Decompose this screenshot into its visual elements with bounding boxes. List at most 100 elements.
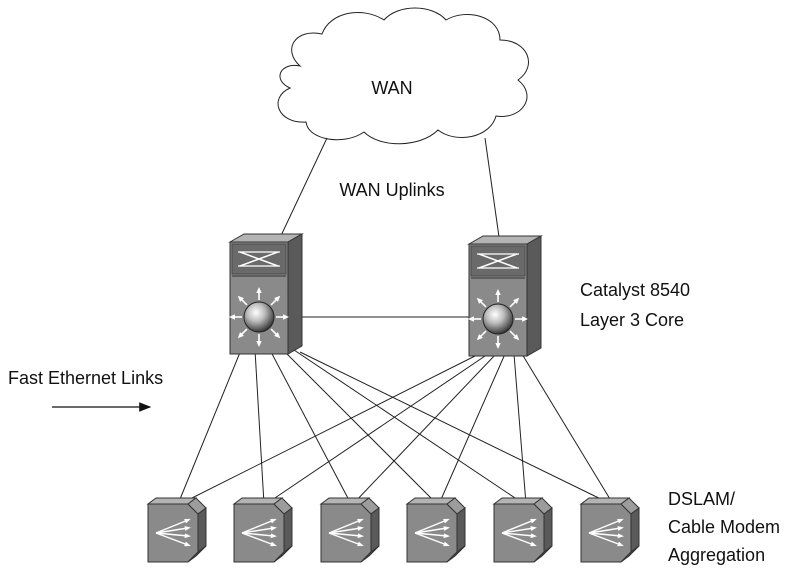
agg-ray-2 (328, 527, 362, 534)
sphere-ray-head-8 (513, 297, 520, 304)
sphere-ray-head-5 (468, 316, 474, 322)
sphere-ray-head-3 (495, 343, 501, 349)
agg-ray-3 (501, 532, 535, 537)
agg-ray-head-1 (443, 518, 450, 524)
fe-link-right-5 (513, 353, 527, 505)
fast-ethernet-links (177, 349, 614, 505)
fe-link-left-6 (299, 351, 612, 505)
wan-uplink-right (484, 137, 501, 245)
aggregation-device-6 (579, 497, 640, 563)
agg-ray-4 (328, 532, 362, 546)
router-sphere (482, 303, 514, 335)
wan-cloud (277, 7, 529, 145)
aggregation-device-2 (232, 497, 293, 563)
agg-ray-2 (414, 527, 448, 534)
agg-label-line1: DSLAM/ (668, 489, 735, 509)
agg-front-face (320, 503, 372, 563)
sphere-ray-head-1 (283, 314, 289, 320)
sphere-ray-head-3 (256, 341, 262, 347)
core-switch-right (467, 235, 543, 357)
agg-bottom-bevel (360, 545, 380, 563)
agg-ray-1 (155, 519, 189, 534)
agg-side-face (543, 507, 553, 553)
fe-link-right-2 (265, 353, 489, 505)
agg-side-face (456, 507, 466, 553)
agg-ray-4 (155, 532, 189, 546)
agg-ray-head-4 (530, 541, 537, 547)
sphere-ray-head-4 (476, 334, 483, 341)
agg-ray-head-3 (443, 533, 450, 539)
agg-ray-head-1 (530, 518, 537, 524)
agg-bottom-bevel (446, 545, 466, 563)
agg-side-face (630, 507, 640, 553)
agg-front-face (493, 503, 545, 563)
agg-ray-head-3 (530, 533, 537, 539)
fe-link-right-4 (438, 353, 506, 505)
sphere-ray-head-4 (237, 332, 244, 339)
agg-ray-head-4 (357, 541, 364, 547)
agg-ray-3 (328, 532, 362, 537)
aggregation-devices (146, 497, 640, 563)
sphere-ray-head-2 (274, 332, 281, 339)
core-switches (228, 233, 543, 357)
agg-ray-head-2 (530, 526, 537, 531)
fast-ethernet-label: Fast Ethernet Links (8, 368, 163, 388)
agg-side-face (283, 507, 293, 553)
agg-side-face (370, 507, 380, 553)
wan-uplink-left (277, 137, 328, 243)
aggregation-device-5 (492, 497, 553, 563)
agg-ray-head-4 (270, 541, 277, 547)
sphere-ray-head-5 (229, 314, 235, 320)
agg-ray-head-1 (270, 518, 277, 524)
core-switch-left (228, 233, 304, 355)
sphere-ray-head-8 (274, 295, 281, 302)
aggregation-device-1 (146, 497, 207, 563)
aggregation-device-3 (319, 497, 380, 563)
core-label-line2: Layer 3 Core (580, 310, 684, 330)
agg-ray-3 (241, 532, 275, 537)
agg-bottom-bevel (620, 545, 640, 563)
wan-uplinks-label: WAN Uplinks (339, 180, 444, 200)
agg-ray-head-1 (357, 518, 364, 524)
agg-ray-head-2 (617, 526, 624, 531)
agg-bottom-bevel (533, 545, 553, 563)
wan-label: WAN (371, 78, 412, 98)
fe-link-left-3 (269, 349, 352, 505)
switch-side-face (526, 235, 542, 357)
agg-ray-head-3 (617, 533, 624, 539)
agg-ray-1 (414, 519, 448, 534)
core-label-line1: Catalyst 8540 (580, 280, 690, 300)
sphere-ray-head-2 (513, 334, 520, 341)
agg-ray-head-2 (184, 526, 191, 531)
agg-ray-head-1 (184, 518, 191, 524)
agg-ray-head-3 (270, 533, 277, 539)
agg-ray-2 (501, 527, 535, 534)
agg-ray-head-2 (357, 526, 364, 531)
router-sphere (243, 301, 275, 333)
agg-ray-2 (241, 527, 275, 534)
agg-ray-head-2 (443, 526, 450, 531)
agg-ray-1 (501, 519, 535, 534)
module-arrow-b (239, 251, 279, 267)
agg-ray-head-3 (357, 533, 364, 539)
agg-front-face (406, 503, 458, 563)
agg-ray-head-4 (617, 541, 624, 547)
agg-ray-4 (501, 532, 535, 546)
agg-ray-2 (588, 527, 622, 534)
agg-ray-3 (155, 532, 189, 537)
fe-link-right-3 (352, 353, 497, 505)
fe-link-right-1 (179, 353, 480, 505)
agg-ray-4 (414, 532, 448, 546)
fe-link-left-5 (293, 349, 525, 505)
sphere-ray-head-6 (237, 295, 244, 302)
agg-ray-head-4 (443, 541, 450, 547)
switch-side-face (287, 233, 303, 355)
agg-ray-3 (414, 532, 448, 537)
agg-ray-head-1 (617, 518, 624, 524)
agg-front-face (580, 503, 632, 563)
agg-bottom-bevel (187, 545, 207, 563)
aggregation-device-4 (405, 497, 466, 563)
agg-front-face (233, 503, 285, 563)
agg-ray-head-2 (270, 526, 277, 531)
